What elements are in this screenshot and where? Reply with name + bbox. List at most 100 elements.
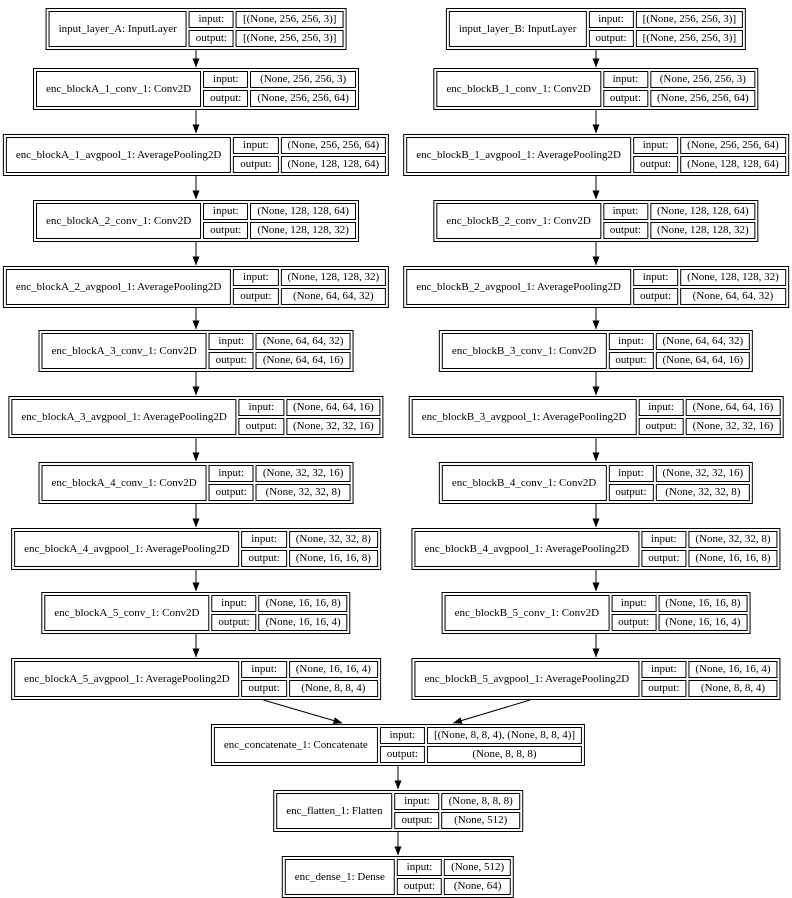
input-shape: (None, 64, 64, 16) <box>285 399 381 416</box>
output-label: output: <box>602 222 649 239</box>
output-label: output: <box>608 352 654 369</box>
layer-node-enc_blockB_1_avgpool_1: enc_blockB_1_avgpool_1: AveragePooling2D… <box>403 134 789 176</box>
layer-node-table: enc_blockB_3_conv_1: Conv2D input: (None… <box>438 330 754 372</box>
output-label: output: <box>188 30 234 47</box>
layer-node-table: enc_blockA_2_avgpool_1: AveragePooling2D… <box>2 266 390 308</box>
layer-node-enc_blockB_1_conv_1: enc_blockB_1_conv_1: Conv2D input: (None… <box>433 68 759 110</box>
output-shape: (None, 8, 8, 4) <box>688 680 778 697</box>
input-shape: (None, 256, 256, 64) <box>280 137 387 154</box>
layer-node-enc_blockA_2_avgpool_1: enc_blockA_2_avgpool_1: AveragePooling2D… <box>2 266 390 308</box>
output-label: output: <box>238 418 284 435</box>
input-shape: (None, 128, 128, 32) <box>680 269 786 286</box>
output-shape: (None, 8, 8, 4) <box>288 680 378 697</box>
layer-node-table: enc_blockA_2_conv_1: Conv2D input: (None… <box>33 200 359 242</box>
output-shape: (None, 256, 256, 64) <box>250 90 356 107</box>
input-shape: (None, 8, 8, 8) <box>441 793 520 810</box>
output-label: output: <box>396 878 443 895</box>
output-label: output: <box>208 352 254 369</box>
input-label: input: <box>241 531 287 548</box>
output-shape: (None, 32, 32, 16) <box>285 418 381 435</box>
output-label: output: <box>394 812 440 829</box>
layer-node-table: enc_blockB_4_conv_1: Conv2D input: (None… <box>438 462 754 504</box>
output-label: output: <box>211 614 257 631</box>
layer-node-table: enc_blockA_5_conv_1: Conv2D input: (None… <box>41 592 351 634</box>
layer-name: enc_blockB_3_conv_1: Conv2D <box>441 333 607 369</box>
layer-node-enc_blockB_3_avgpool_1: enc_blockB_3_avgpool_1: AveragePooling2D… <box>408 396 784 438</box>
input-label: input: <box>608 333 654 350</box>
layer-node-enc_blockB_4_conv_1: enc_blockB_4_conv_1: Conv2D input: (None… <box>438 462 754 504</box>
layer-name: enc_concatenate_1: Concatenate <box>213 727 378 763</box>
output-label: output: <box>638 418 684 435</box>
output-shape: (None, 32, 32, 8) <box>255 484 351 501</box>
layer-node-table: enc_flatten_1: Flatten input: (None, 8, … <box>273 790 523 832</box>
layer-node-table: enc_blockB_3_avgpool_1: AveragePooling2D… <box>408 396 784 438</box>
layer-name: enc_blockB_1_avgpool_1: AveragePooling2D <box>406 137 631 173</box>
layer-node-table: enc_dense_1: Dense input: (None, 512) ou… <box>281 856 515 898</box>
input-label: input: <box>241 661 287 678</box>
output-label: output: <box>203 90 249 107</box>
layer-name: enc_blockA_5_avgpool_1: AveragePooling2D <box>14 661 240 697</box>
input-label: input: <box>632 269 679 286</box>
layer-name: enc_blockA_1_avgpool_1: AveragePooling2D <box>5 137 232 173</box>
edge-enc_blockA_5_avgpool_1-to-enc_concatenate_1 <box>263 699 343 724</box>
input-shape: (None, 64, 64, 32) <box>655 333 751 350</box>
layer-node-input_layer_B: input_layer_B: InputLayer input: [(None,… <box>445 8 747 50</box>
input-label: input: <box>588 11 634 28</box>
output-shape: (None, 64) <box>444 878 512 895</box>
layer-node-table: enc_blockB_2_avgpool_1: AveragePooling2D… <box>403 266 789 308</box>
layer-node-enc_blockB_3_conv_1: enc_blockB_3_conv_1: Conv2D input: (None… <box>438 330 754 372</box>
output-shape: (None, 64, 64, 32) <box>280 288 387 305</box>
layer-node-input_layer_A: input_layer_A: InputLayer input: [(None,… <box>45 8 347 50</box>
output-shape: (None, 16, 16, 4) <box>658 614 748 631</box>
layer-node-enc_concatenate_1: enc_concatenate_1: Concatenate input: [(… <box>210 724 586 766</box>
output-shape: (None, 32, 32, 16) <box>685 418 781 435</box>
input-label: input: <box>632 137 679 154</box>
layer-node-table: enc_blockA_4_avgpool_1: AveragePooling2D… <box>11 528 381 570</box>
input-shape: [(None, 256, 256, 3)] <box>635 11 744 28</box>
layer-node-enc_blockA_3_conv_1: enc_blockA_3_conv_1: Conv2D input: (None… <box>38 330 354 372</box>
layer-node-enc_blockB_2_conv_1: enc_blockB_2_conv_1: Conv2D input: (None… <box>433 200 759 242</box>
input-label: input: <box>608 465 654 482</box>
output-label: output: <box>241 680 287 697</box>
layer-name: enc_blockA_1_conv_1: Conv2D <box>36 71 202 107</box>
layer-node-enc_blockB_5_conv_1: enc_blockB_5_conv_1: Conv2D input: (None… <box>441 592 751 634</box>
layer-node-enc_blockB_4_avgpool_1: enc_blockB_4_avgpool_1: AveragePooling2D… <box>411 528 781 570</box>
output-shape: (None, 32, 32, 8) <box>655 484 751 501</box>
input-shape: (None, 32, 32, 8) <box>688 531 778 548</box>
output-shape: [(None, 256, 256, 3)] <box>235 30 344 47</box>
input-shape: (None, 64, 64, 16) <box>685 399 781 416</box>
output-label: output: <box>208 484 254 501</box>
layer-node-table: enc_blockA_1_conv_1: Conv2D input: (None… <box>33 68 359 110</box>
layer-node-table: enc_blockB_2_conv_1: Conv2D input: (None… <box>433 200 759 242</box>
input-shape: (None, 128, 128, 64) <box>650 203 756 220</box>
output-shape: (None, 128, 128, 32) <box>650 222 756 239</box>
output-label: output: <box>588 30 634 47</box>
output-label: output: <box>241 550 287 567</box>
output-label: output: <box>602 90 649 107</box>
layer-node-table: enc_blockB_1_conv_1: Conv2D input: (None… <box>433 68 759 110</box>
layer-name: enc_dense_1: Dense <box>284 859 395 895</box>
layer-node-enc_blockB_2_avgpool_1: enc_blockB_2_avgpool_1: AveragePooling2D… <box>403 266 789 308</box>
input-label: input: <box>211 595 257 612</box>
output-shape: (None, 64, 64, 16) <box>655 352 751 369</box>
layer-node-table: input_layer_A: InputLayer input: [(None,… <box>45 8 347 50</box>
layer-node-table: enc_blockA_5_avgpool_1: AveragePooling2D… <box>11 658 381 700</box>
input-shape: (None, 256, 256, 64) <box>680 137 786 154</box>
output-shape: (None, 256, 256, 64) <box>650 90 756 107</box>
input-shape: (None, 128, 128, 32) <box>280 269 387 286</box>
output-shape: (None, 128, 128, 32) <box>250 222 356 239</box>
output-shape: (None, 64, 64, 16) <box>255 352 351 369</box>
input-shape: (None, 32, 32, 8) <box>288 531 378 548</box>
output-shape: (None, 16, 16, 4) <box>258 614 348 631</box>
layer-name: enc_blockA_2_avgpool_1: AveragePooling2D <box>5 269 232 305</box>
input-label: input: <box>638 399 684 416</box>
input-shape: (None, 128, 128, 64) <box>250 203 356 220</box>
input-label: input: <box>602 71 649 88</box>
layer-name: enc_blockA_3_conv_1: Conv2D <box>41 333 207 369</box>
layer-name: enc_blockA_4_conv_1: Conv2D <box>41 465 207 501</box>
layer-node-table: enc_concatenate_1: Concatenate input: [(… <box>210 724 586 766</box>
layer-node-enc_blockA_4_avgpool_1: enc_blockA_4_avgpool_1: AveragePooling2D… <box>11 528 381 570</box>
input-label: input: <box>641 661 687 678</box>
